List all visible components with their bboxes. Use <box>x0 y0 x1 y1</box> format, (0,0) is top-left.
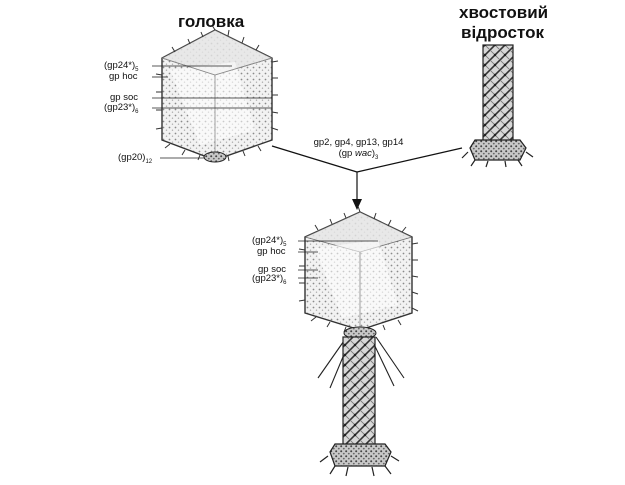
phage-label-gp23: (gp23*)6 <box>252 273 287 286</box>
phage-label-hoc: gp hoc <box>257 246 286 257</box>
head-title: головка <box>178 12 245 31</box>
label-gp24: (gp24*)5 <box>104 60 139 73</box>
tail-title-line1: хвостовий <box>459 3 549 22</box>
phage-label-soc: gp soc <box>258 264 286 275</box>
label-gp23: (gp23*)6 <box>104 102 139 115</box>
label-hoc: gp hoc <box>109 71 138 82</box>
assembly-arrows <box>271 145 463 210</box>
assembly-proteins-line2: (gp wac)3 <box>338 148 379 161</box>
tail-title-line2: відросток <box>461 23 544 42</box>
label-soc: gp soc <box>110 92 138 103</box>
assembly-proteins-line1: gp2, gp4, gp13, gp14 <box>313 137 404 148</box>
assembled-phage <box>298 205 419 477</box>
phage-label-gp24: (gp24*)5 <box>252 235 287 248</box>
label-gp20: (gp20)12 <box>118 152 153 165</box>
free-head <box>152 24 279 163</box>
free-tail <box>461 44 534 168</box>
